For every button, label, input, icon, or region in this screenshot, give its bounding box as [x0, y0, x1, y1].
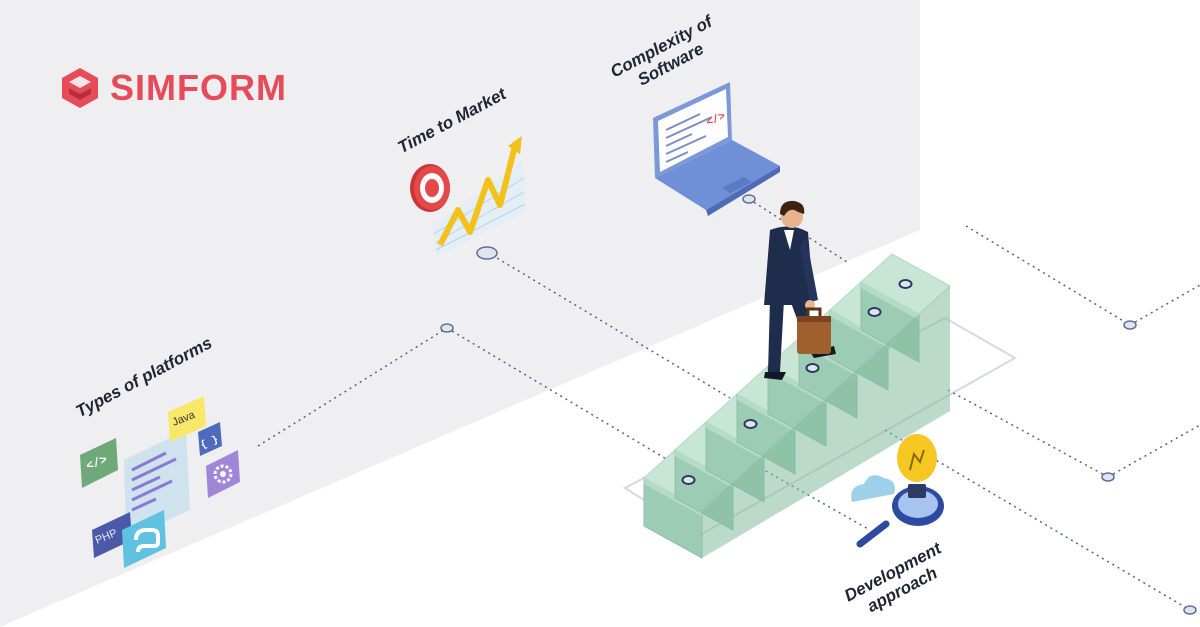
stair-dot	[743, 419, 758, 429]
connector-top-right-up-line	[1129, 284, 1200, 326]
connector-lines	[257, 198, 1200, 611]
connector-mid-right-line	[947, 389, 1109, 478]
stair-dot	[805, 363, 820, 373]
connector-top-right-line	[965, 225, 1131, 326]
stair-dot	[681, 475, 696, 485]
simform-logo: SIMFORM	[58, 66, 287, 110]
stairs-right-side	[702, 286, 950, 558]
code-tag-icon: </>	[80, 438, 118, 488]
node-platforms	[440, 323, 454, 333]
staircase	[643, 253, 951, 559]
php-icon: PHP	[92, 512, 132, 558]
gear-icon	[206, 450, 240, 498]
node-mid-right	[1101, 472, 1115, 482]
braces-icon: { }	[198, 422, 222, 456]
connector-nodes	[440, 194, 1197, 615]
simform-logo-icon	[62, 68, 98, 108]
node-market	[476, 246, 498, 260]
connector-dev-line	[749, 461, 871, 531]
connector-platforms-stairs-line	[446, 327, 669, 461]
stair-dot	[867, 307, 882, 317]
connector-bottom-right-line	[884, 429, 1191, 611]
connector-platforms-line	[257, 327, 448, 447]
market-chart-icon	[410, 136, 526, 256]
target-icon	[410, 164, 450, 212]
node-bottom-right	[1183, 605, 1197, 615]
platform-icons-group: </> Java { } PHP	[80, 396, 240, 568]
connector-software-line	[748, 198, 848, 263]
briefcase-icon	[797, 316, 831, 354]
businessman-icon	[764, 200, 836, 380]
stair-dot	[898, 279, 913, 289]
development-icons-group	[851, 434, 944, 548]
java-icon: Java	[168, 396, 206, 442]
magnifier-icon	[856, 486, 944, 548]
python-icon	[122, 510, 166, 568]
brand-name: SIMFORM	[110, 67, 287, 108]
cloud-icon	[851, 475, 895, 502]
node-software	[742, 194, 756, 204]
lightbulb-icon	[897, 434, 937, 498]
node-top-right	[1123, 320, 1137, 330]
laptop-icon: </>	[653, 82, 780, 216]
